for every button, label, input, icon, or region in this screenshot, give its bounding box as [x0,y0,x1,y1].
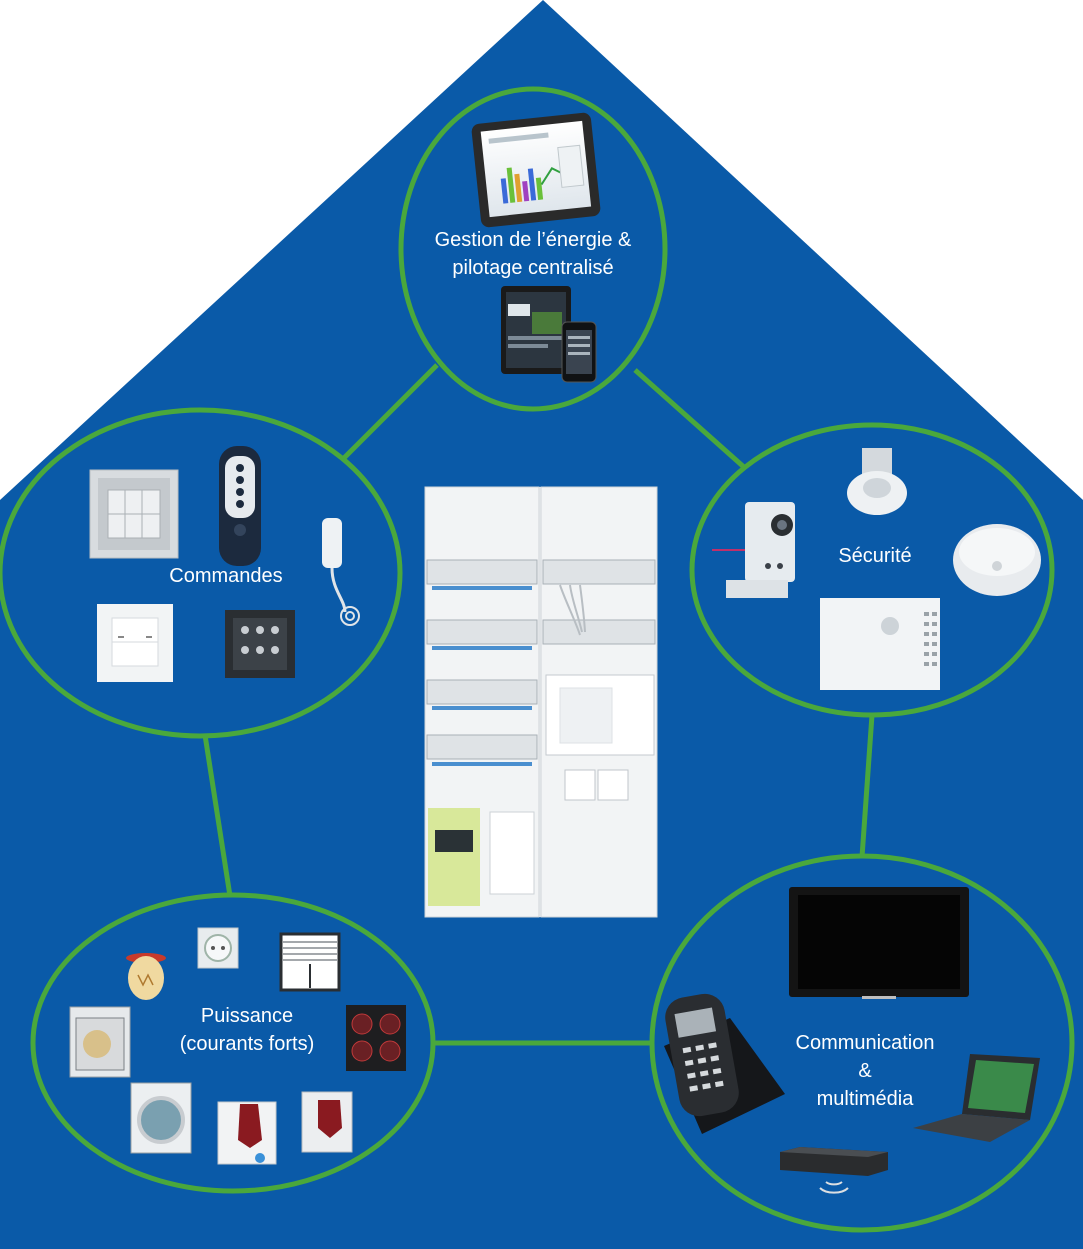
connector-commandes-puissance [202,734,233,897]
remote-control-icon [219,446,261,566]
smoke-detector-icon [953,524,1041,596]
socket-outlet-icon [197,927,239,969]
cordless-phone-icon [664,993,785,1134]
label-puissance-line-2: (courants forts) [179,1033,315,1055]
motion-detector-icon [847,448,907,515]
window-shutter-icon [279,932,341,992]
label-commandes-line-1: Commandes [169,565,283,587]
connector-securite-communication [859,714,875,858]
radiator-icon [301,1091,353,1153]
light-bulb-icon [126,953,166,1000]
label-energie: Gestion de l’énergie & pilotage centrali… [393,226,673,282]
label-energie-line-2: pilotage centralisé [452,257,614,279]
label-securite: Sécurité [805,542,945,570]
label-communication: Communication & multimédia [760,1029,970,1113]
connector-lines [202,363,875,1046]
alarm-panel-icon [820,598,940,690]
label-commandes: Commandes [128,562,324,590]
label-energie-line-1: Gestion de l’énergie & [434,229,632,251]
pendant-switch-icon [322,518,360,626]
electrical-panel-icon [424,486,658,918]
wall-switch-icon [89,469,179,559]
tablet-dashboard-icon [471,112,601,228]
scenario-switch-icon [225,610,295,678]
oven-icon [69,1006,131,1078]
cooktop-icon [346,1005,406,1071]
connector-energie-commandes [338,363,439,464]
flat-tv-icon [789,887,969,999]
label-communication-line-2: & [858,1060,872,1082]
tv-box-icon [780,1147,888,1194]
label-puissance-line-1: Puissance [200,1005,294,1027]
tablet-and-phone-icon [501,286,597,383]
node-ring-energie [398,86,668,412]
label-communication-line-3: multimédia [816,1088,914,1110]
connector-energie-securite [633,368,747,470]
label-securite-line-1: Sécurité [838,545,912,567]
node-ring-securite [689,422,1055,718]
towel-heater-icon [217,1101,277,1165]
laptop-icon [913,1054,1040,1142]
ip-camera-icon [712,502,795,598]
label-communication-line-1: Communication [795,1032,935,1054]
washing-machine-icon [130,1082,192,1154]
push-button-icon [97,604,173,682]
label-puissance: Puissance (courants forts) [140,1002,354,1058]
